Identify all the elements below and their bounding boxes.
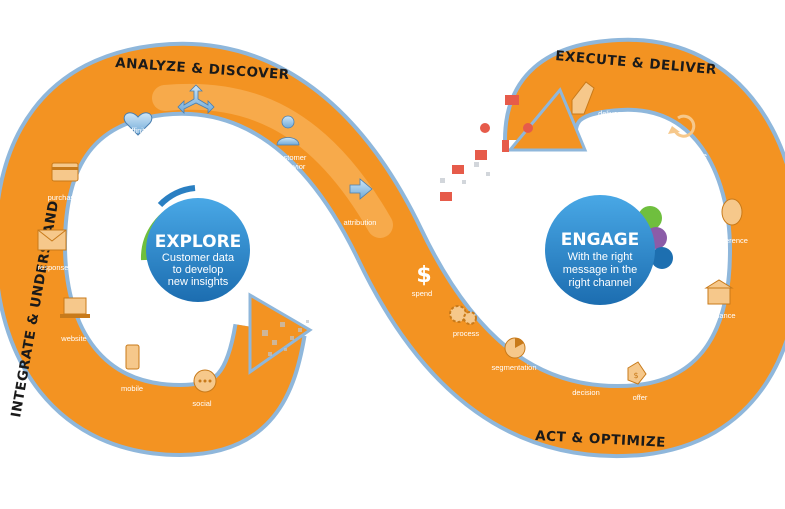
laptop-icon [63,297,87,315]
band-arrow-left [248,292,313,375]
building-icon [707,287,731,305]
explore-line-2: to develop [173,264,224,276]
engage-line-3: right channel [569,277,632,289]
node-purchase: purchase [48,162,79,202]
pixel-trail-left [262,320,309,356]
credit-card-stripe [52,167,78,170]
envelope-small-icon [505,95,519,105]
chat-dot-2 [203,379,207,383]
node-response: response [37,229,69,272]
chat-dot-3 [208,379,212,383]
node-customer-behavior: customer behavior [276,115,307,171]
pie-icon-slice [515,337,524,348]
headset-small-icon [523,123,533,133]
node-attribution: attribution [344,178,377,227]
explore-hub: EXPLORE Customer data to develop new ins… [140,185,250,302]
mobile-icon [125,344,140,370]
node-label-response: response [38,263,69,272]
node-label-preference: preference [712,236,748,245]
node-label-affinity: affinity [127,126,149,135]
engage-line-1: With the right [568,251,633,263]
engage-dot-blue [651,247,673,269]
dollar-icon: $ [416,263,431,288]
gear-icon-2 [463,311,477,325]
node-affinity: affinity [123,112,153,136]
node-preference: preference [712,198,748,245]
mailbox-icon [571,81,595,115]
engage-title: ENGAGE [561,230,640,250]
phone-small-icon [502,140,509,152]
chat-dot-1 [198,379,202,383]
node-label-mobile: mobile [121,384,143,393]
split-arrows-icon [177,84,215,114]
chat-small-icon [452,165,464,174]
node-label-social: social [192,399,212,408]
node-label-governance: governance [696,311,735,320]
envelope-flap [37,229,67,242]
recycle-arrowhead [668,126,680,134]
stage-label-act: ACT & OPTIMIZE [535,428,666,451]
node-label-spend: spend [412,289,432,298]
node-label-segmentation: segmentation [491,363,536,372]
thumbs-up-icon [721,198,743,226]
node-conversion-path: conversion path [171,84,224,131]
monitor-small-icon [475,150,487,160]
explore-line-3: new insights [168,276,229,288]
node-spend: $ spend [412,263,432,298]
node-label-conversion-path: conversion path [171,122,224,131]
node-label-behavior: behavior [277,162,306,171]
engage-hub: ENGAGE With the right message in the rig… [545,195,673,305]
person-icon-head [281,115,295,129]
node-label-customer: customer [276,153,307,162]
explore-line-1: Customer data [162,252,235,264]
node-social: social [192,369,217,408]
node-offer: $ offer [627,361,648,402]
laptop-base [60,314,90,318]
node-process: process [449,305,480,338]
question-mark-icon: ? [580,358,592,382]
node-compliance: compliance [668,114,707,160]
node-governance: governance [696,279,736,320]
credit-card-icon [51,162,79,182]
engage-line-2: message in the [563,264,638,276]
node-label-attribution: attribution [344,218,377,227]
person-small-icon [480,123,490,133]
mail-small-icon [440,192,452,201]
node-mobile: mobile [121,344,143,393]
explore-circle [146,198,250,302]
building-roof [704,279,734,289]
node-label-decision: decision [572,388,600,397]
price-tag-icon [627,361,647,385]
node-delivery: delivery [571,81,624,118]
node-label-compliance: compliance [669,151,707,160]
engage-circle [545,195,655,305]
node-label-website: website [60,334,86,343]
channel-icons-cluster [440,95,533,201]
person-icon [276,137,300,146]
price-tag-dollar: $ [633,371,638,380]
explore-arrow-blue [157,185,196,208]
band-arrow-right [506,87,588,152]
recycle-arrows-icon [673,114,696,138]
explore-title: EXPLORE [155,232,242,252]
merge-arrows-icon [349,178,373,200]
node-label-offer: offer [633,393,648,402]
node-label-process: process [453,329,480,338]
node-label-purchase: purchase [48,193,79,202]
node-segmentation: segmentation [491,337,537,372]
node-label-delivery: delivery [598,109,624,118]
node-decision: ? decision [572,358,600,397]
heart-icon [123,112,153,136]
node-website: website [60,297,90,343]
